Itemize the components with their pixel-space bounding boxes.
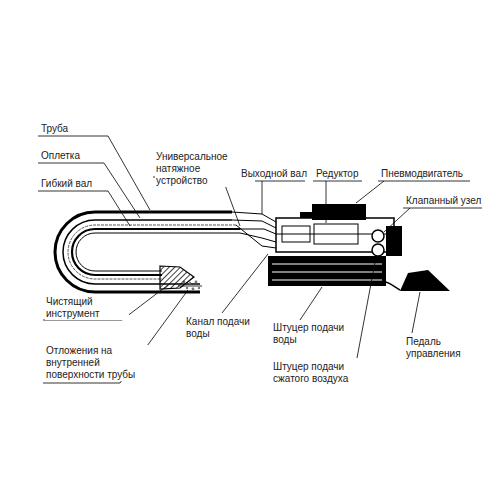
part-label: Оплетка — [40, 150, 104, 162]
part-label: Педаль управления — [405, 336, 481, 360]
part-label: Канал подачи воды — [185, 316, 253, 340]
part-label: Чистящий инструмент — [45, 296, 129, 320]
part-label: Клапанный узел — [405, 195, 487, 207]
part-label: Гибкий вал — [40, 178, 108, 190]
part-label: Труба — [40, 123, 104, 135]
part-label: Отложения на внутренней поверхности труб… — [45, 345, 159, 381]
part-label: Выходной вал — [240, 168, 310, 180]
part-label: Штуцер подачи сжатого воздуха — [272, 361, 356, 385]
part-label: Пневмодвигатель — [380, 168, 474, 180]
part-label: Редуктор — [315, 168, 367, 180]
part-label: Штуцер подачи воды — [272, 322, 354, 346]
